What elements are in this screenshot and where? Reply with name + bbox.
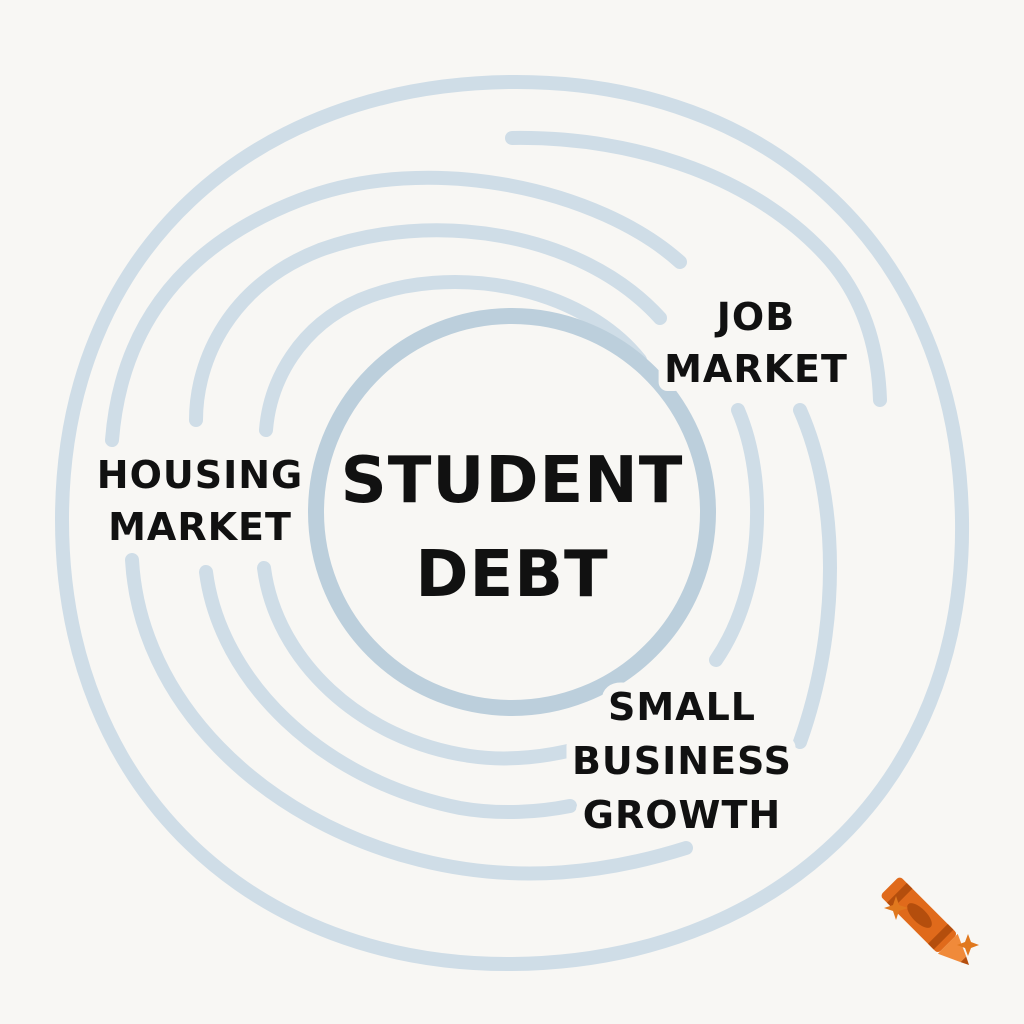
job-market-halo-1: JOB xyxy=(714,295,795,339)
ripple-ring-2-lower xyxy=(125,553,693,881)
housing-market-label-line1: HOUSING xyxy=(97,453,303,497)
ripple-ring-2-right xyxy=(793,403,837,749)
small-business-halo-1: SMALL xyxy=(608,685,756,729)
sparkle-icon xyxy=(957,934,979,956)
job-market-halo-2: MARKET xyxy=(664,347,848,391)
core-ring xyxy=(308,308,716,716)
housing-market-halo-1: HOUSING xyxy=(97,453,303,497)
ripple-ring-4 xyxy=(259,274,647,437)
center-label-line1: STUDENT xyxy=(341,444,684,518)
ripple-ring-outer xyxy=(54,74,970,972)
ripple-ring-3 xyxy=(189,223,667,427)
small-business-label-line3: GROWTH xyxy=(583,793,781,837)
housing-market-halo-2: MARKET xyxy=(108,505,292,549)
ripple-ring-2-top xyxy=(505,130,887,407)
small-business-halo-3: GROWTH xyxy=(583,793,781,837)
small-business-halo-2: BUSINESS xyxy=(572,739,792,783)
job-market-label-line1: JOB xyxy=(714,295,795,339)
housing-market-label-line2: MARKET xyxy=(108,505,292,549)
center-label-line2: DEBT xyxy=(415,538,608,612)
sparkle-icon xyxy=(884,896,908,920)
ripple-ring-3-right xyxy=(709,403,765,667)
small-business-label-line2: BUSINESS xyxy=(572,739,792,783)
ripple-ring-3-lower xyxy=(199,565,577,820)
small-business-label-line1: SMALL xyxy=(608,685,756,729)
job-market-label-line2: MARKET xyxy=(664,347,848,391)
ripple-ring-4-lower xyxy=(257,561,587,766)
ripple-ring-2 xyxy=(105,170,687,447)
crayon-icon xyxy=(881,877,970,966)
